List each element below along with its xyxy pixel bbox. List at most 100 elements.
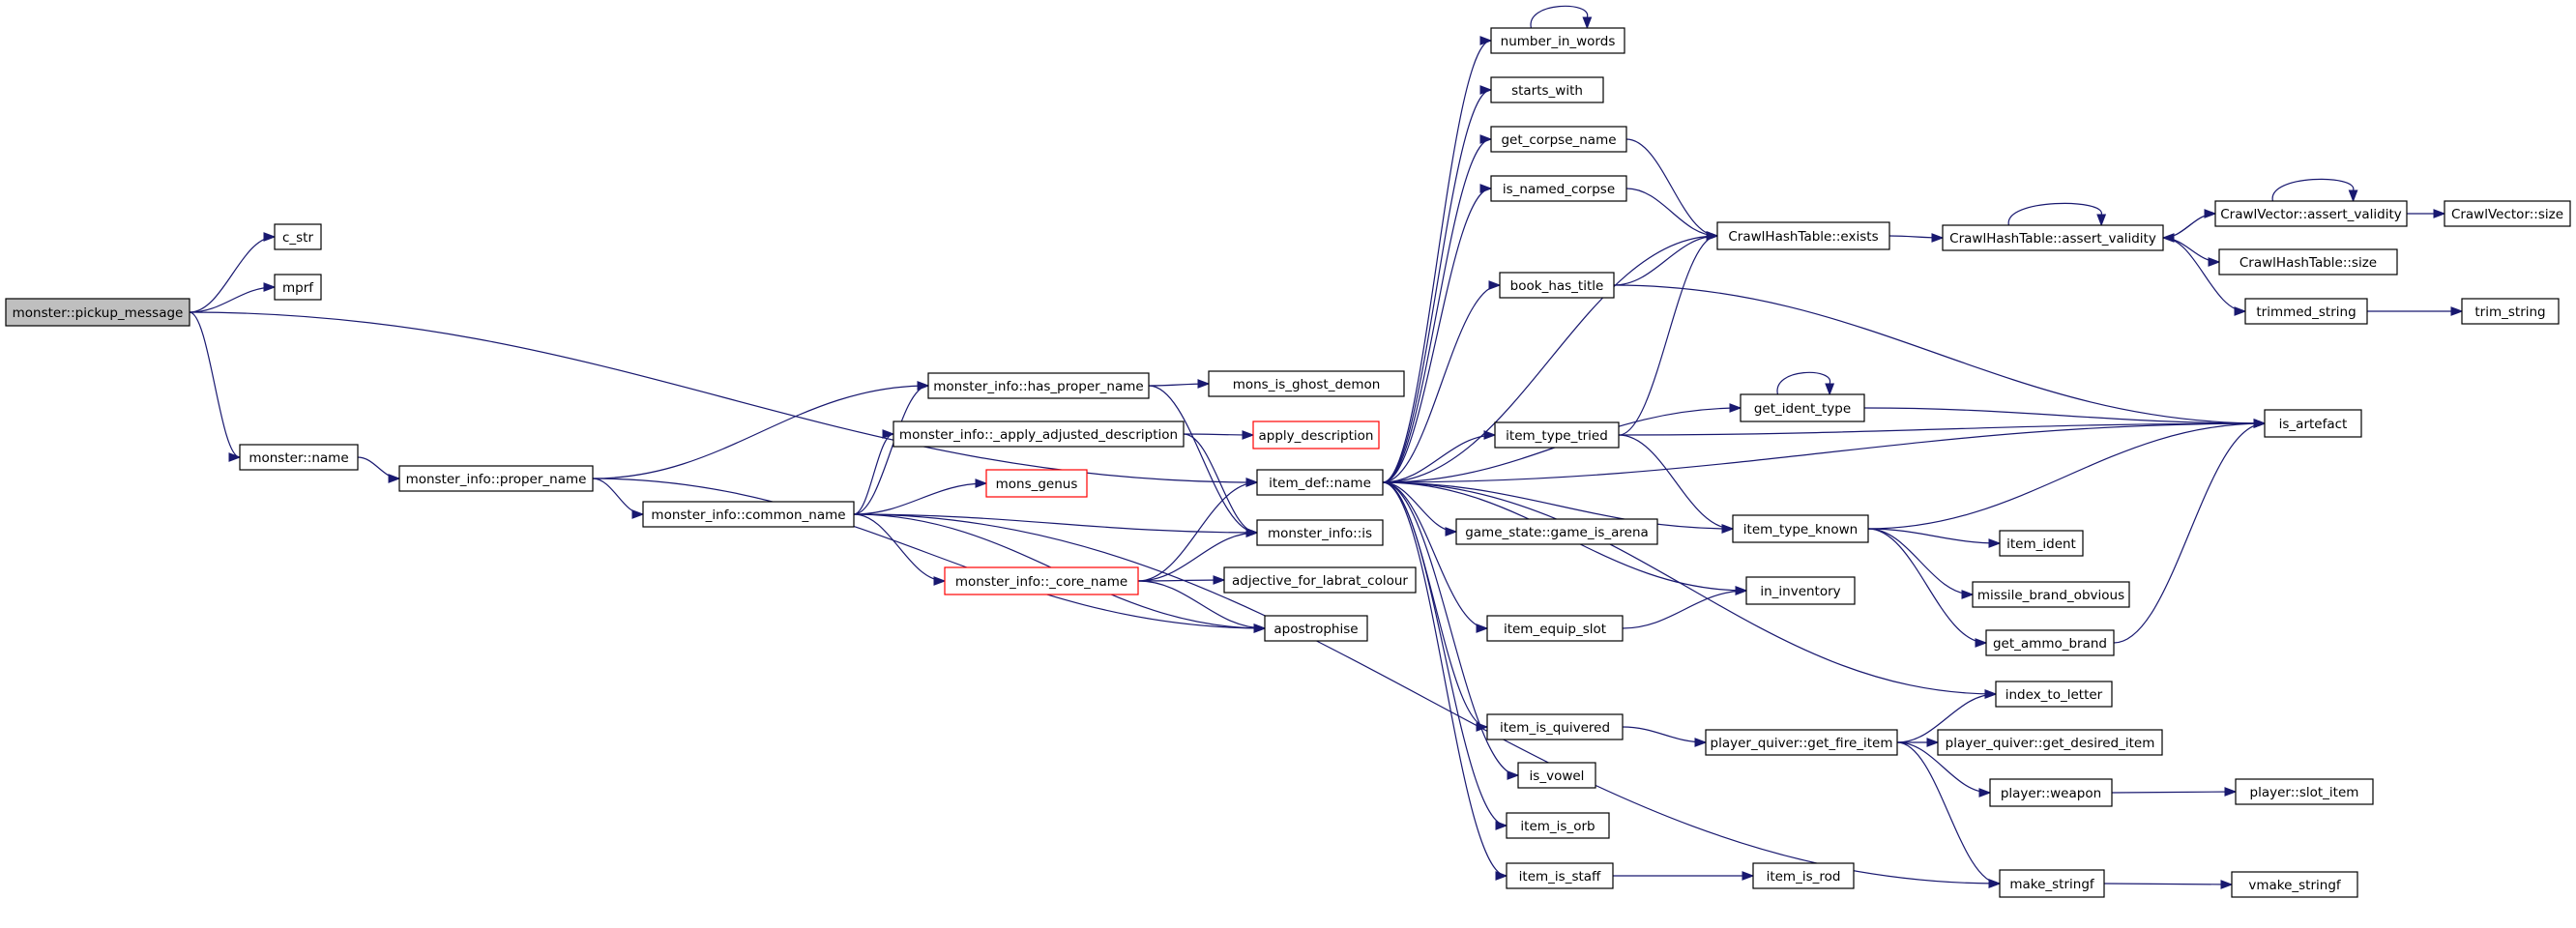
- node-box[interactable]: [2264, 409, 2362, 438]
- graph-node-n37[interactable]: CrawlVector::assert_validity: [2214, 200, 2408, 227]
- graph-node-n50[interactable]: vmake_stringf: [2231, 871, 2358, 898]
- node-box[interactable]: [1490, 76, 1604, 103]
- node-box[interactable]: [1490, 126, 1627, 153]
- graph-node-n19[interactable]: get_corpse_name: [1490, 126, 1627, 153]
- graph-node-n48[interactable]: trim_string: [2461, 298, 2560, 325]
- graph-node-n21[interactable]: book_has_title: [1499, 272, 1615, 299]
- node-box[interactable]: [1937, 729, 2163, 756]
- node-box[interactable]: [274, 274, 322, 301]
- node-box[interactable]: [1223, 566, 1417, 594]
- node-box[interactable]: [1256, 469, 1384, 496]
- graph-node-n15[interactable]: adjective_for_labrat_colour: [1223, 566, 1417, 594]
- node-box[interactable]: [1942, 224, 2164, 251]
- graph-node-n13[interactable]: item_def::name: [1256, 469, 1384, 496]
- graph-node-n39[interactable]: trimmed_string: [2244, 298, 2368, 325]
- graph-node-n5[interactable]: monster_info::proper_name: [398, 465, 594, 492]
- node-box[interactable]: [2244, 298, 2368, 325]
- node-box[interactable]: [1506, 812, 1610, 839]
- node-box[interactable]: [2218, 248, 2398, 276]
- node-box[interactable]: [1517, 762, 1596, 789]
- graph-node-n8[interactable]: monster_info::_apply_adjusted_descriptio…: [893, 420, 1185, 448]
- graph-node-n36[interactable]: CrawlHashTable::assert_validity: [1942, 224, 2164, 251]
- node-box[interactable]: [1264, 615, 1368, 642]
- node-box[interactable]: [1999, 530, 2084, 557]
- graph-node-n9[interactable]: mons_genus: [985, 469, 1088, 498]
- node-box[interactable]: [2214, 200, 2408, 227]
- node-box[interactable]: [1486, 713, 1624, 740]
- graph-node-n38[interactable]: CrawlHashTable::size: [2218, 248, 2398, 276]
- graph-node-n16[interactable]: apostrophise: [1264, 615, 1368, 642]
- graph-node-n7[interactable]: monster_info::has_proper_name: [927, 372, 1150, 399]
- graph-node-n29[interactable]: CrawlHashTable::exists: [1716, 221, 1890, 250]
- node-box[interactable]: [398, 465, 594, 492]
- node-box[interactable]: [893, 420, 1185, 448]
- graph-node-n40[interactable]: is_artefact: [2264, 409, 2362, 438]
- graph-node-n31[interactable]: item_type_known: [1732, 514, 1869, 543]
- node-box[interactable]: [1490, 27, 1625, 54]
- graph-node-n1[interactable]: monster::pickup_message: [5, 298, 190, 327]
- graph-node-n20[interactable]: is_named_corpse: [1490, 175, 1627, 202]
- node-box[interactable]: [944, 566, 1139, 595]
- node-box[interactable]: [1705, 729, 1898, 756]
- node-box[interactable]: [1999, 869, 2105, 898]
- graph-node-n42[interactable]: missile_brand_obvious: [1972, 581, 2130, 608]
- node-box[interactable]: [1740, 393, 1865, 422]
- node-box[interactable]: [2231, 871, 2358, 898]
- graph-node-n22[interactable]: item_type_tried: [1494, 421, 1620, 449]
- graph-node-n11[interactable]: mons_is_ghost_demon: [1208, 370, 1405, 397]
- graph-node-n32[interactable]: in_inventory: [1745, 576, 1856, 605]
- node-box[interactable]: [1455, 518, 1658, 545]
- graph-node-n12[interactable]: apply_description: [1252, 420, 1380, 450]
- graph-node-n44[interactable]: player_quiver::get_desired_item: [1937, 729, 2163, 756]
- graph-node-n4[interactable]: monster::name: [239, 444, 359, 471]
- graph-node-n6[interactable]: monster_info::common_name: [642, 501, 855, 528]
- graph-node-n2[interactable]: c_str: [274, 223, 322, 250]
- node-box[interactable]: [1716, 221, 1890, 250]
- node-box[interactable]: [1972, 581, 2130, 608]
- graph-node-n26[interactable]: is_vowel: [1517, 762, 1596, 789]
- node-box[interactable]: [1490, 175, 1627, 202]
- node-box[interactable]: [927, 372, 1150, 399]
- graph-node-n46[interactable]: make_stringf: [1999, 869, 2105, 898]
- node-box[interactable]: [1506, 862, 1614, 889]
- node-box[interactable]: [985, 469, 1088, 498]
- graph-node-n25[interactable]: item_is_quivered: [1486, 713, 1624, 740]
- node-box[interactable]: [2444, 200, 2571, 227]
- node-box[interactable]: [239, 444, 359, 471]
- graph-node-n10[interactable]: monster_info::_core_name: [944, 566, 1139, 595]
- graph-node-n24[interactable]: item_equip_slot: [1486, 615, 1624, 642]
- graph-node-n33[interactable]: index_to_letter: [1995, 681, 2113, 708]
- node-box[interactable]: [2235, 778, 2374, 805]
- graph-node-n47[interactable]: CrawlVector::size: [2444, 200, 2571, 227]
- graph-node-n14[interactable]: monster_info::is: [1256, 519, 1384, 546]
- graph-node-n23[interactable]: game_state::game_is_arena: [1455, 518, 1658, 545]
- graph-node-n28[interactable]: item_is_staff: [1506, 862, 1614, 889]
- node-box[interactable]: [1745, 576, 1856, 605]
- graph-node-n45[interactable]: player::weapon: [1989, 778, 2113, 807]
- node-box[interactable]: [2461, 298, 2560, 325]
- graph-node-n34[interactable]: player_quiver::get_fire_item: [1705, 729, 1898, 756]
- graph-node-n3[interactable]: mprf: [274, 274, 322, 301]
- node-box[interactable]: [1989, 778, 2113, 807]
- graph-node-n41[interactable]: item_ident: [1999, 530, 2084, 557]
- node-box[interactable]: [1499, 272, 1615, 299]
- node-box[interactable]: [1494, 421, 1620, 449]
- node-box[interactable]: [1985, 629, 2115, 656]
- node-box[interactable]: [1256, 519, 1384, 546]
- graph-node-n27[interactable]: item_is_orb: [1506, 812, 1610, 839]
- graph-node-n17[interactable]: number_in_words: [1490, 27, 1625, 54]
- graph-node-n30[interactable]: get_ident_type: [1740, 393, 1865, 422]
- node-box[interactable]: [1995, 681, 2113, 708]
- node-box[interactable]: [274, 223, 322, 250]
- node-box[interactable]: [1208, 370, 1405, 397]
- node-box[interactable]: [642, 501, 855, 528]
- graph-node-n49[interactable]: player::slot_item: [2235, 778, 2374, 805]
- graph-node-n18[interactable]: starts_with: [1490, 76, 1604, 103]
- node-box[interactable]: [1752, 862, 1855, 889]
- node-box[interactable]: [5, 298, 190, 327]
- graph-node-n43[interactable]: get_ammo_brand: [1985, 629, 2115, 656]
- node-box[interactable]: [1486, 615, 1624, 642]
- node-box[interactable]: [1252, 420, 1380, 450]
- node-box[interactable]: [1732, 514, 1869, 543]
- graph-node-n35[interactable]: item_is_rod: [1752, 862, 1855, 889]
